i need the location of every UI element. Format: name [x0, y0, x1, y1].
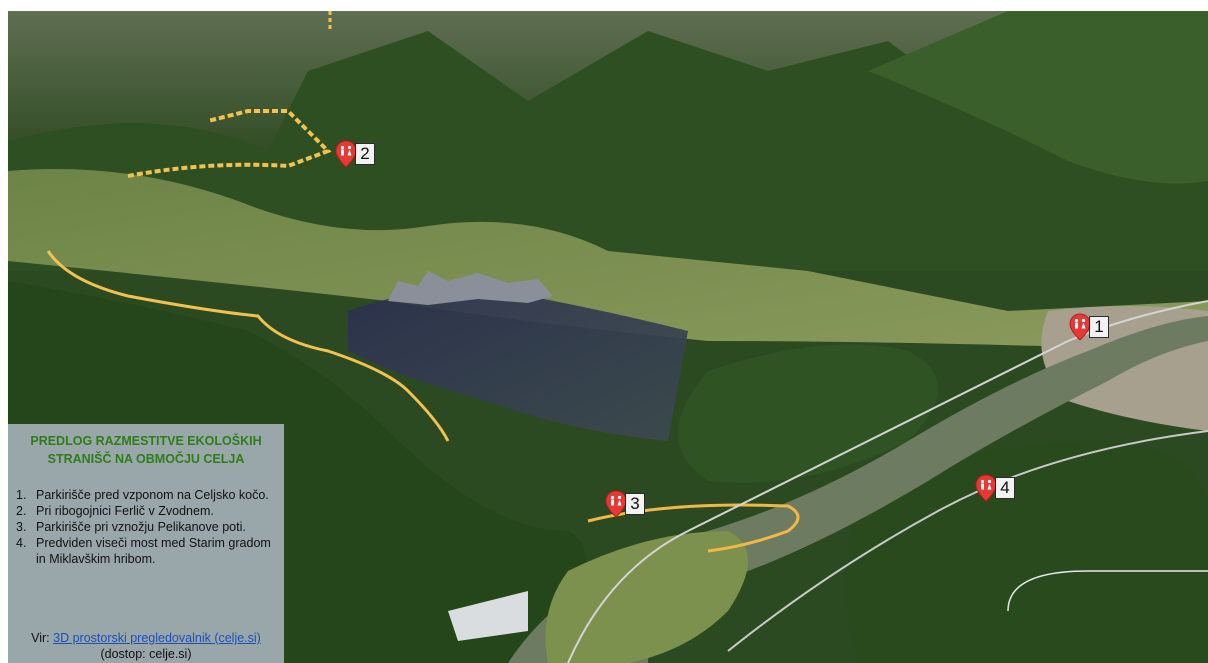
trail-path-bridge [587, 503, 800, 553]
marker-number: 4 [995, 477, 1015, 499]
legend-item-number: 3. [16, 520, 27, 534]
legend-item-text: Pri ribogojnici Ferlič v Zvodnem. [36, 504, 214, 518]
old-castle-ruins [388, 271, 553, 305]
source-link[interactable]: 3D prostorski pregledovalnik (celje.si) [53, 631, 261, 645]
legend-item-number: 4. [16, 536, 27, 550]
aerial-3d-map[interactable]: 2 1 3 4 [8, 11, 1208, 663]
building [448, 591, 528, 641]
old-castle-area [348, 291, 688, 441]
river-meadow [545, 531, 748, 663]
legend-item: 1. Parkirišče pred vzponom na Celjsko koč… [16, 487, 282, 503]
trail-path-north [127, 109, 332, 178]
road [727, 430, 1208, 652]
legend-list: 1. Parkirišče pred vzponom na Celjsko koč… [16, 487, 282, 567]
marker-number: 3 [625, 493, 645, 515]
legend-title-line: PREDLOG RAZMESTITVE EKOLOŠKIH [30, 434, 262, 448]
legend-item: 4. Predviden viseči most med Starim grado… [16, 535, 282, 567]
marker-number: 1 [1089, 316, 1109, 338]
legend-item-number: 1. [16, 488, 27, 502]
legend-item-text: Parkirišče pri vznožju Pelikanove poti. [36, 520, 246, 534]
source-access: (dostop: celje.si) [100, 647, 192, 661]
terrain-graphic [8, 11, 1208, 663]
legend-item-text: Predviden viseči most med Starim gradom … [36, 536, 271, 566]
legend-title: PREDLOG RAZMESTITVE EKOLOŠKIH STRANIŠČ N… [8, 432, 284, 468]
mid-hills [8, 31, 1208, 271]
central-hill [678, 344, 938, 483]
legend-title-line: STRANIŠČ NA OBMOČJU CELJA [47, 452, 245, 466]
right-ridge [868, 11, 1208, 184]
miklavski-hill [845, 441, 1208, 663]
legend-item-number: 2. [16, 504, 27, 518]
marker-number: 2 [355, 143, 375, 165]
toilet-pin-icon [335, 140, 357, 168]
legend-item-text: Parkirišče pred vzponom na Celjsko kočo. [36, 488, 269, 502]
legend-item: 2. Pri ribogojnici Ferlič v Zvodnem. [16, 503, 282, 519]
source-prefix: Vir: [31, 631, 54, 645]
toilet-pin-icon [1069, 313, 1091, 341]
toilet-pin-icon [975, 474, 997, 502]
road [1007, 570, 1208, 612]
valley-meadows [8, 169, 1208, 351]
toilet-pin-icon [605, 490, 627, 518]
legend-panel: PREDLOG RAZMESTITVE EKOLOŠKIH STRANIŠČ N… [8, 424, 284, 663]
trail-path [46, 250, 450, 442]
legend-item: 3. Parkirišče pri vznožju Pelikanove poti… [16, 519, 282, 535]
source-note: Vir: 3D prostorski pregledovalnik (celje… [8, 630, 284, 662]
